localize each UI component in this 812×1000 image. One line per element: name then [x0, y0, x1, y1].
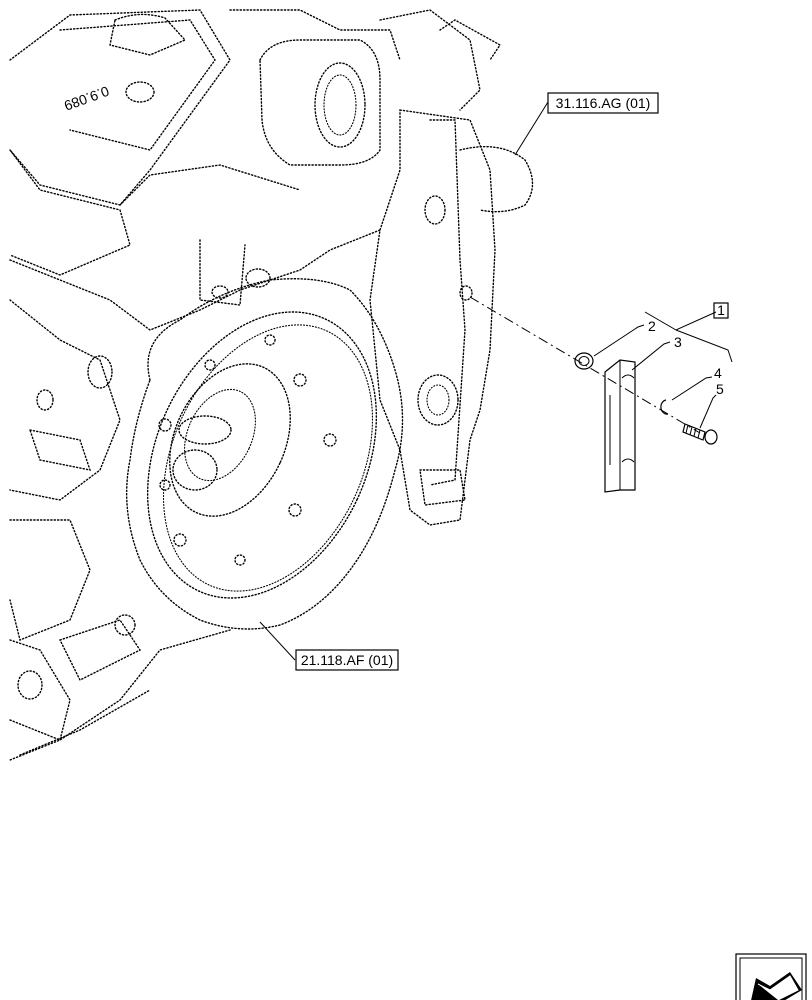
part-5-bolt: 5 [682, 381, 724, 445]
part-2-seal-ring: 2 [574, 318, 656, 370]
cover-code-label: 0.9.089 [62, 83, 112, 114]
part-2-number: 2 [648, 318, 656, 334]
part-5-number: 5 [716, 381, 724, 397]
ref-21-118-af-label: 21.118.AF (01) [301, 652, 393, 668]
ref-31-116-ag[interactable]: 31.116.AG (01) [514, 92, 659, 156]
part-3-guide-plate: 3 [604, 334, 682, 493]
part-3-number: 3 [674, 334, 682, 350]
engine-block: 0.9.089 [9, 9, 534, 761]
ref-31-116-ag-label: 31.116.AG (01) [556, 95, 651, 111]
flywheel [146, 311, 378, 599]
ref-21-118-af[interactable]: 21.118.AF (01) [259, 621, 399, 671]
part-4-circlip: 4 [660, 365, 722, 415]
part-4-number: 4 [714, 365, 722, 381]
flywheel-housing [125, 278, 404, 630]
kit-number: 1 [717, 302, 725, 318]
kit-callout: 1 [644, 302, 733, 363]
back-arrow-icon[interactable] [735, 953, 807, 1000]
